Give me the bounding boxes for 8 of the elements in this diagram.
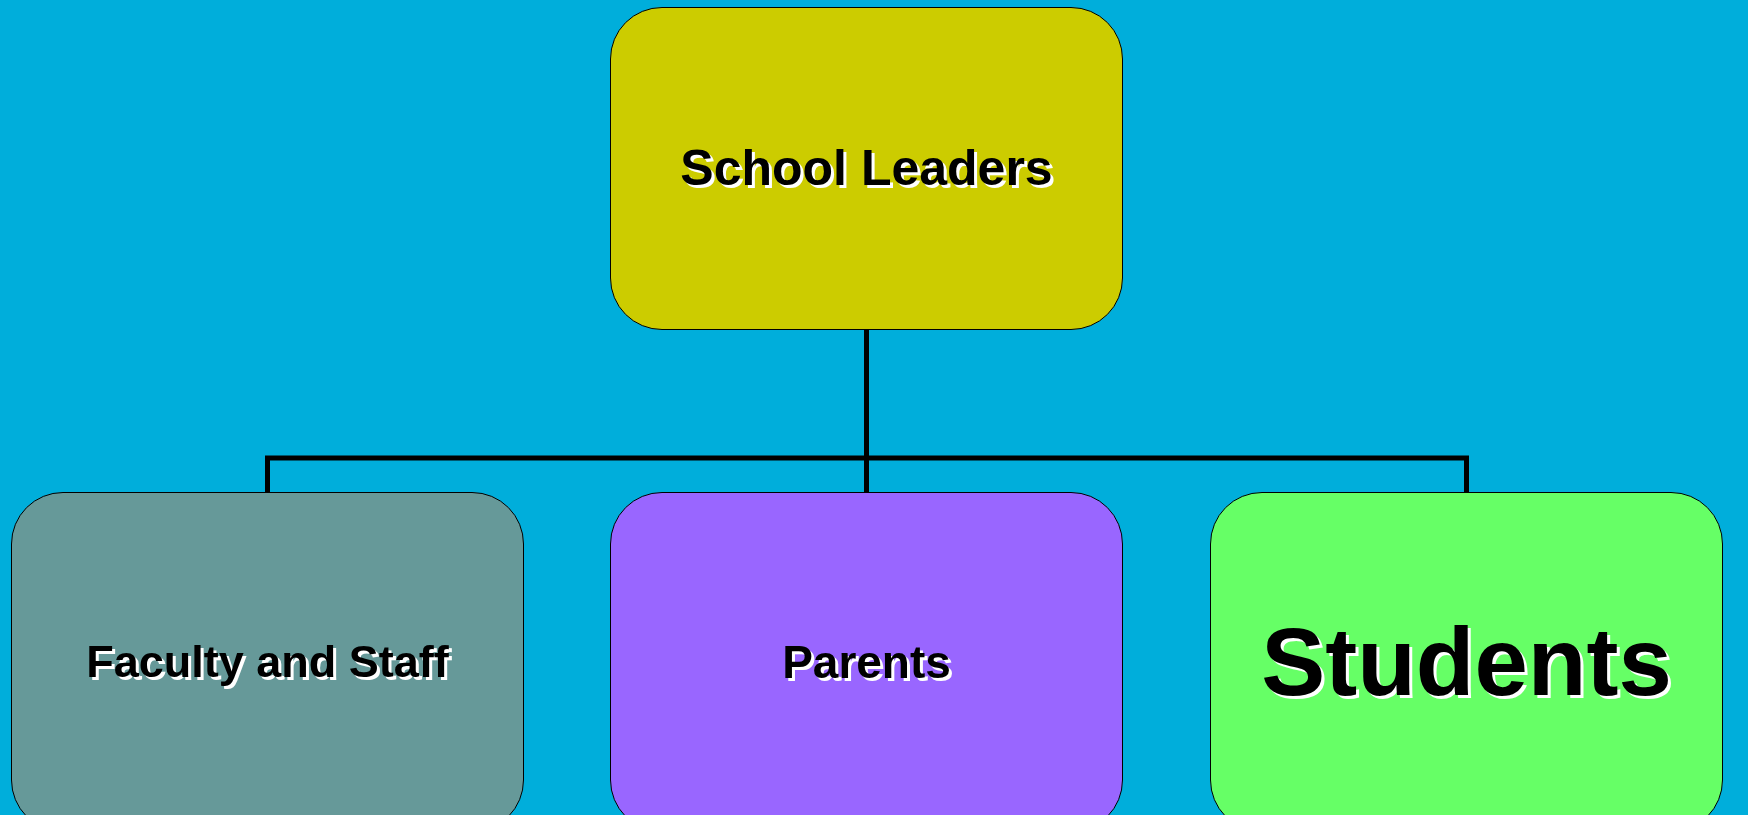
group-box: [610, 492, 1123, 815]
group-box: [1210, 492, 1723, 815]
box-label: School Leaders: [680, 141, 1053, 196]
root-box: [610, 7, 1123, 330]
box-label: Parents: [782, 636, 951, 688]
box-label: Students: [1261, 609, 1672, 715]
group-box: [11, 492, 524, 815]
box-label: Faculty and Staff: [86, 637, 449, 687]
